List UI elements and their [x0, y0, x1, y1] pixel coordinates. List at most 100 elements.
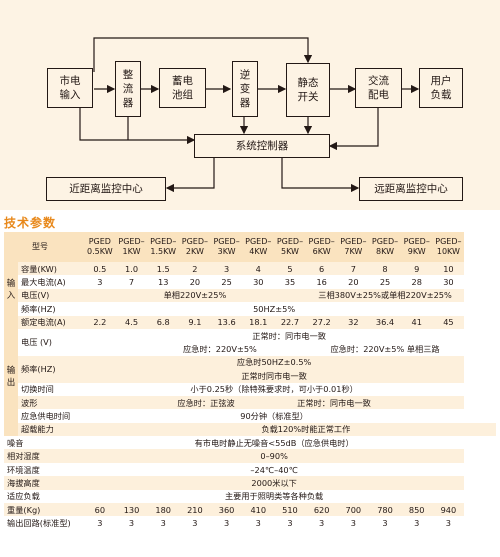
header-spacer [4, 232, 18, 262]
ac-distribution-node: 交流 配电 [355, 68, 402, 108]
row-label: 频率(HZ) [18, 302, 84, 316]
value-cell: 3 [210, 516, 243, 530]
value-cell: 0–90% [84, 449, 465, 463]
value-cell: 20 [179, 275, 211, 289]
value-cell: 应急时：220V±5% [84, 342, 306, 356]
value-cell: 32 [337, 315, 370, 329]
value-cell: 41 [400, 315, 433, 329]
row-label: 环境温度 [4, 462, 84, 477]
value-cell: 210 [179, 503, 211, 517]
system-controller-node: 系统控制器 [194, 134, 330, 158]
value-cell: 3 [147, 516, 180, 530]
value-cell: 8 [369, 262, 401, 276]
value-cell: 2 [179, 262, 211, 276]
value-cell: 负载120%时能正常工作 [115, 422, 496, 437]
value-cell: 3 [115, 516, 148, 530]
value-cell: 25 [369, 275, 401, 289]
near-monitor-node: 近距离监控中心 [46, 177, 166, 201]
value-cell: 3 [242, 516, 275, 530]
value-cell: 28 [400, 275, 433, 289]
value-cell: 2000米以下 [84, 476, 465, 490]
value-cell: 2.2 [84, 315, 116, 329]
value-cell: 7 [337, 262, 370, 276]
value-cell: 6 [305, 262, 338, 276]
value-cell: 5 [274, 262, 306, 276]
user-load-node: 用户 负载 [419, 68, 463, 108]
system-block-diagram: 市电 输入 整 流 器 蓄电 池组 逆 变 器 静态 开关 交流 配电 用户 负… [0, 0, 500, 210]
value-cell: 3 [274, 516, 306, 530]
input-voltage-row: 电压(V)单相220V±25%三相380V±25%或单相220V±25% [4, 288, 496, 303]
model-label: 型号 [18, 232, 84, 262]
value-cell: 应急时：正弦波 正常时：同市电一致 [84, 395, 465, 410]
value-cell: 3 [84, 275, 116, 289]
temperature-row: 环境温度–24℃–40℃ [4, 462, 496, 477]
output-frequency-row-2: 正常时同市电一致 [4, 369, 496, 383]
value-cell: 三相380V±25%或单相220V±25% [305, 288, 465, 303]
value-cell: 6.8 [147, 315, 180, 329]
value-cell: 20 [337, 275, 370, 289]
value-cell: 单相220V±25% [84, 288, 306, 303]
value-cell: 3 [400, 516, 433, 530]
model-header: PGED– 9KW [400, 232, 433, 262]
value-cell: 0.5 [84, 262, 116, 276]
value-cell: 3 [179, 516, 211, 530]
section-title: 技术参数 [4, 216, 57, 230]
value-cell: 主要用于照明类等各种负载 [84, 489, 465, 504]
row-label: 电压 (V) [18, 328, 84, 356]
waveform-row: 波形应急时：正弦波 正常时：同市电一致 [4, 395, 496, 410]
value-cell: 应急时：220V±5% 单相三路 [305, 342, 465, 356]
value-cell: 13 [147, 275, 180, 289]
row-label: 输出回路(标准型) [4, 516, 84, 530]
row-label: 重量(Kg) [4, 503, 84, 517]
row-label: 电压(V) [18, 288, 84, 303]
row-label: 适应负载 [4, 489, 84, 504]
value-cell: 3 [305, 516, 338, 530]
value-cell: 3 [369, 516, 401, 530]
output-group-label: 输 出 [4, 315, 18, 437]
row-label: 最大电流(A) [18, 275, 84, 289]
value-cell: 60 [84, 503, 116, 517]
output-voltage-row-2: 应急时：220V±5%应急时：220V±5% 单相三路 [4, 342, 496, 356]
row-label: 超载能力 [18, 422, 116, 437]
value-cell: 16 [305, 275, 338, 289]
model-header: PGED– 1.5KW [147, 232, 180, 262]
value-cell: 700 [337, 503, 370, 517]
value-cell: 3 [84, 516, 116, 530]
value-cell: 45 [432, 315, 465, 329]
value-cell: 7 [115, 275, 148, 289]
row-label: 频率(HZ) [18, 355, 84, 383]
value-cell: 4 [242, 262, 275, 276]
value-cell: 410 [242, 503, 275, 517]
value-cell: 9 [400, 262, 433, 276]
value-cell: 35 [274, 275, 306, 289]
model-header: PGED– 8KW [369, 232, 401, 262]
noise-row: 噪音有市电时静止无噪音<55dB（应急供电时） [4, 436, 496, 450]
value-cell: 4.5 [115, 315, 148, 329]
utility-input-node: 市电 输入 [47, 68, 93, 108]
row-label: 噪音 [4, 436, 84, 450]
value-cell: 3 [432, 516, 465, 530]
value-cell: 有市电时静止无噪音<55dB（应急供电时） [84, 436, 465, 450]
model-header: PGED– 1KW [115, 232, 148, 262]
value-cell: 36.4 [369, 315, 401, 329]
value-cell: 780 [369, 503, 401, 517]
value-cell: 27.2 [305, 315, 338, 329]
value-cell: 22.7 [274, 315, 306, 329]
battery-node: 蓄电 池组 [159, 68, 206, 108]
switch-time-row: 切换时间小于0.25秒（除特殊要求时，可小于0.01秒） [4, 382, 496, 396]
model-header: PGED– 2KW [179, 232, 211, 262]
value-cell: 90分钟（标准型） [84, 409, 465, 423]
model-header: PGED– 10KW [432, 232, 465, 262]
value-cell: 510 [274, 503, 306, 517]
value-cell: 10 [432, 262, 465, 276]
value-cell: 1.5 [147, 262, 180, 276]
value-cell: 360 [210, 503, 243, 517]
